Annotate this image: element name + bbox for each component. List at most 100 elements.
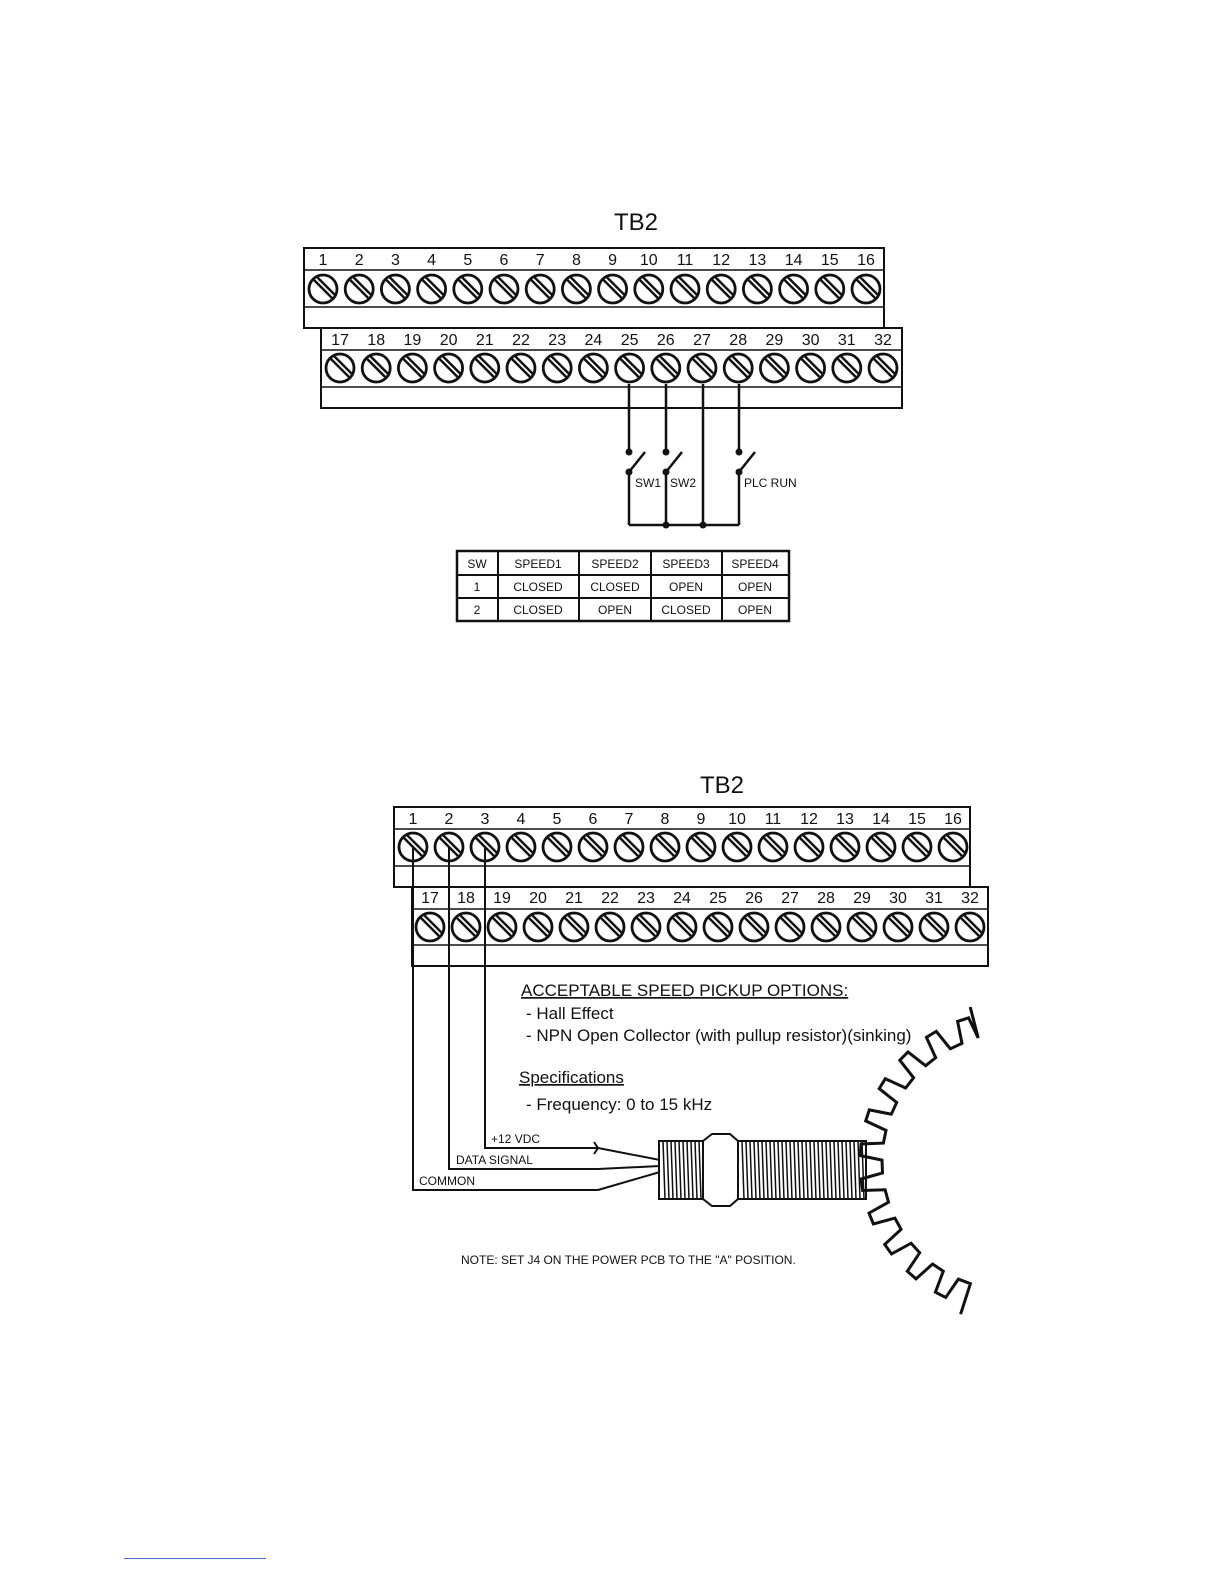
d2-top-screw-5-icon [541,831,573,863]
d2-top-terminal-label-16: 16 [944,811,962,828]
d1-top-terminal-label-8: 8 [572,252,581,269]
d2-top-terminal-label-8: 8 [661,811,670,828]
d2-bot-screw-21-icon [558,911,590,943]
d2-top-screw-10-icon [721,831,753,863]
d2-top-terminal-label-6: 6 [589,811,598,828]
d2-top-screw-8-icon [649,831,681,863]
d2-top-screw-12-icon [793,831,825,863]
d1-top-terminal-label-9: 9 [608,252,617,269]
d1-bot-terminal-label-20: 20 [440,332,458,349]
d2-bot-terminal-label-25: 25 [709,890,727,907]
d1-bot-terminal-label-31: 31 [838,332,856,349]
d2-top-terminal-label-7: 7 [625,811,634,828]
d2-top-screw-16-icon [937,831,969,863]
d2-bot-terminal-label-29: 29 [853,890,871,907]
d1-top-screw-5-icon [452,273,484,305]
d1-top-terminal-label-3: 3 [391,252,400,269]
d2-bot-terminal-label-26: 26 [745,890,763,907]
sw2-lever [665,451,683,473]
d2-bot-screw-18-icon [450,911,482,943]
specifications-heading: Specifications [519,1068,624,1087]
d2-top-screw-11-icon [757,831,789,863]
d2-top-screw-4-icon [505,831,537,863]
d2-top-terminal-label-5: 5 [553,811,562,828]
d1-top-screw-10-icon [633,273,665,305]
d1-top-screw-16-icon [850,273,882,305]
d1-bot-screw-18-icon [360,352,392,384]
speed-table-cell: CLOSED [661,603,711,617]
d1-bot-terminal-label-25: 25 [621,332,639,349]
d1-top-screw-4-icon [416,273,448,305]
d1-top-screw-2-icon [343,273,375,305]
speed-table-header-speed4: SPEED4 [731,557,779,571]
d1-bot-terminal-label-24: 24 [585,332,603,349]
speed-table-cell: OPEN [738,603,772,617]
d1-bot-terminal-label-27: 27 [693,332,711,349]
d2-top-terminal-label-3: 3 [481,811,490,828]
speed-table-cell: OPEN [669,580,703,594]
d1-top-screw-9-icon [597,273,628,305]
d1-top-terminal-label-4: 4 [427,252,436,269]
d2-bot-terminal-label-19: 19 [493,890,511,907]
d2-top-terminal-label-4: 4 [517,811,526,828]
d1-bot-terminal-label-22: 22 [512,332,530,349]
d2-top-screw-13-icon [829,831,861,863]
d1-bot-screw-27-icon [686,352,718,384]
pickup-options-heading: ACCEPTABLE SPEED PICKUP OPTIONS: [521,981,848,1000]
d1-top-terminal-label-13: 13 [749,252,767,269]
d2-bot-terminal-label-24: 24 [673,890,691,907]
d2-bot-terminal-label-30: 30 [889,890,907,907]
d2-bot-screw-19-icon [486,911,518,943]
d1-top-terminal-label-14: 14 [785,252,803,269]
speed-table-header-speed2: SPEED2 [591,557,639,571]
d2-bot-terminal-label-23: 23 [637,890,655,907]
d2-bot-screw-25-icon [702,911,734,943]
diagram-1-title: TB2 [614,209,658,236]
d2-bot-terminal-label-32: 32 [961,890,979,907]
sw2-label: SW2 [670,476,696,490]
d1-top-terminal-label-16: 16 [857,252,875,269]
d1-top-screw-3-icon [379,273,411,305]
d2-bot-screw-31-icon [918,911,950,943]
diagram-2-title: TB2 [700,772,744,799]
d1-bot-terminal-label-17: 17 [331,332,349,349]
d1-top-terminal-label-5: 5 [463,252,472,269]
d1-bot-screw-28-icon [722,352,754,384]
d1-top-screw-1-icon [307,273,339,305]
d1-bot-screw-20-icon [433,352,465,384]
d2-top-terminal-label-15: 15 [908,811,926,828]
d1-top-terminal-label-1: 1 [319,252,328,269]
speed-table-cell: 1 [474,580,481,594]
d1-bot-screw-19-icon [396,352,428,384]
d2-bot-terminal-label-21: 21 [565,890,583,907]
d2-top-screw-9-icon [685,831,717,863]
pickup-option-hall: - Hall Effect [526,1004,614,1023]
d2-bot-screw-32-icon [954,911,986,943]
plc-run-label: PLC RUN [744,476,797,490]
d2-top-terminal-label-2: 2 [445,811,454,828]
d1-top-terminal-label-11: 11 [677,252,694,269]
d1-bot-screw-30-icon [795,352,826,384]
d2-bot-terminal-label-27: 27 [781,890,799,907]
d1-bot-screw-22-icon [505,352,537,384]
d2-top-terminal-label-10: 10 [728,811,746,828]
d1-top-terminal-label-6: 6 [500,252,509,269]
d2-bot-terminal-label-17: 17 [421,890,439,907]
d2-top-terminal-label-12: 12 [800,811,818,828]
d1-bot-screw-31-icon [831,352,863,384]
d1-bot-screw-24-icon [578,352,609,384]
d1-bot-screw-29-icon [759,352,790,384]
d1-top-screw-14-icon [778,273,809,305]
d1-bot-terminal-label-21: 21 [476,332,494,349]
d1-bot-screw-32-icon [867,352,899,384]
speed-sensor-icon [658,1133,867,1207]
d1-bot-screw-21-icon [469,352,501,384]
speed-table-cell: 2 [474,603,481,617]
d1-top-screw-8-icon [561,273,592,305]
d1-bot-terminal-label-23: 23 [548,332,566,349]
switch-wiring [627,384,756,527]
